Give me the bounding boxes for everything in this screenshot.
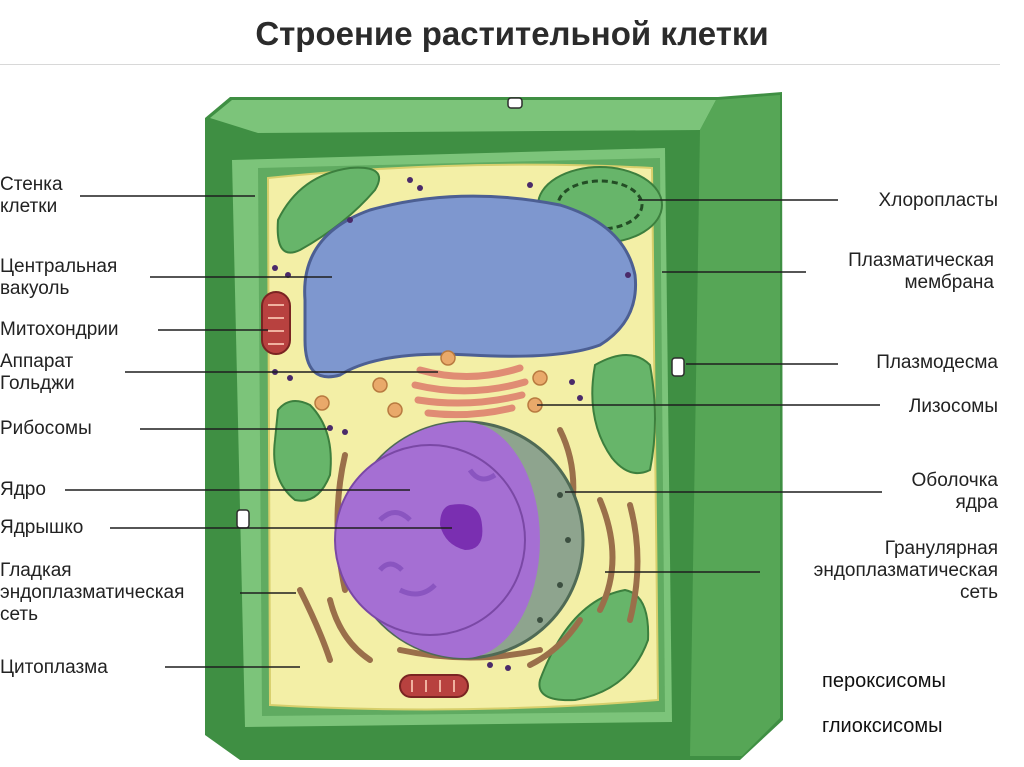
chromatin xyxy=(378,468,497,597)
label-smooth-er: Гладкая эндоплазматическая сеть xyxy=(0,560,185,625)
label-rough-er: Гранулярная эндоплазматическая сеть xyxy=(813,538,998,603)
cell-wall-right-face xyxy=(690,95,780,756)
ribosomes xyxy=(272,177,631,671)
label-peroxisomes: пероксисомы xyxy=(822,670,946,692)
label-plasmodesma: Плазмодесма xyxy=(876,352,998,373)
mitochondrion xyxy=(399,674,469,698)
label-lysosomes: Лизосомы xyxy=(908,396,998,417)
label-mitochondria: Митохондрии xyxy=(0,319,119,340)
label-plasma-membrane: Плазматическая мембрана xyxy=(848,250,994,293)
mitochondrion-cristae xyxy=(268,304,284,345)
label-nuclear-envelope: Оболочка ядра xyxy=(911,470,998,513)
chloroplast xyxy=(591,354,656,474)
label-cytoplasm: Цитоплазма xyxy=(0,657,108,678)
label-cell-wall: Стенка клетки xyxy=(0,174,63,217)
nucleolus xyxy=(440,504,483,550)
chloroplast xyxy=(276,166,381,254)
label-golgi: Аппарат Гольджи xyxy=(0,351,75,394)
label-glyoxysomes: глиоксисомы xyxy=(822,715,943,737)
page-title: Строение растительной клетки xyxy=(255,15,769,52)
chloroplasts xyxy=(273,166,663,702)
mitochondria xyxy=(261,291,469,698)
central-vacuole xyxy=(303,194,638,379)
mitochondrion-cristae xyxy=(411,680,455,692)
label-chloroplasts: Хлоропласты xyxy=(878,190,998,211)
cell-wall-top-face xyxy=(210,100,716,133)
label-nucleolus: Ядрышко xyxy=(0,517,84,538)
label-nucleus: Ядро xyxy=(0,479,46,500)
plasmodesmata xyxy=(236,97,685,529)
title-divider xyxy=(0,64,1000,65)
nucleus xyxy=(334,420,585,660)
leader-lines xyxy=(65,195,882,668)
chloroplast xyxy=(273,400,332,502)
chloroplast xyxy=(538,588,650,702)
lysosomes xyxy=(314,350,548,418)
mitochondrion xyxy=(261,291,291,355)
label-central-vacuole: Центральная вакуоль xyxy=(0,256,118,299)
nuclear-pores xyxy=(537,492,571,623)
label-ribosomes: Рибосомы xyxy=(0,418,92,439)
